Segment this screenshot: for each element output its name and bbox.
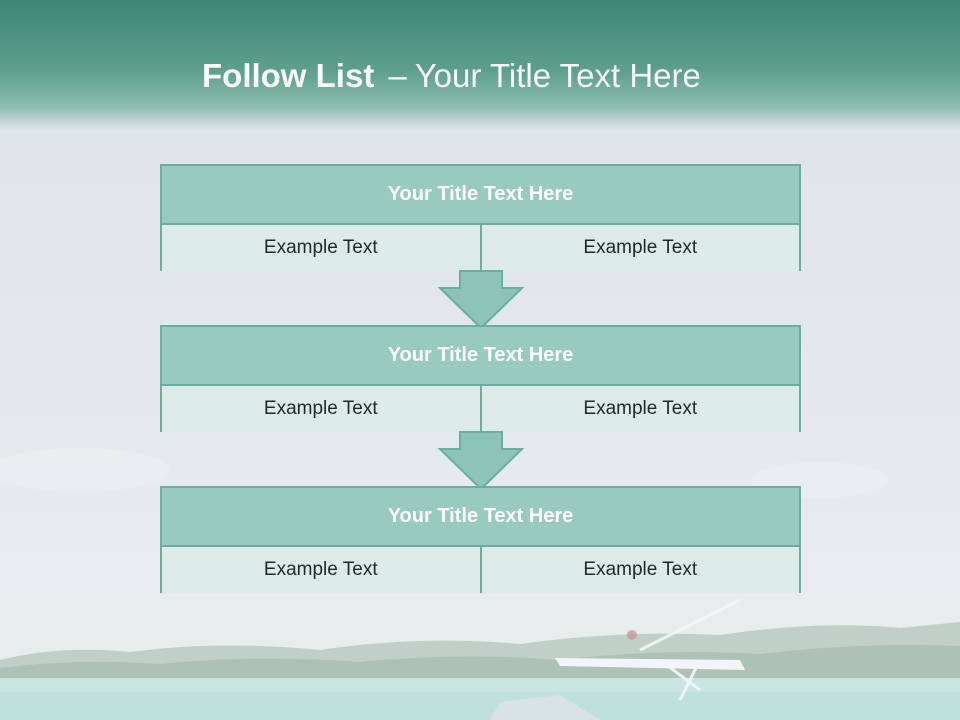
box-title: Your Title Text Here: [162, 488, 799, 547]
slide-title: Follow List–Your Title Text Here: [202, 54, 701, 98]
box-title: Your Title Text Here: [162, 327, 799, 386]
beach-scenery-image: [0, 448, 960, 720]
box-cell-left: Example Text: [162, 547, 480, 593]
header-band: [0, 0, 960, 130]
box-cell-right: Example Text: [479, 386, 799, 432]
title-rest-text: Your Title Text Here: [414, 57, 701, 94]
box-row: Example Text Example Text: [162, 386, 799, 432]
box-cell-left: Example Text: [162, 386, 480, 432]
box-cell-left: Example Text: [162, 225, 480, 271]
title-bold-text: Follow List: [202, 57, 375, 94]
down-arrow-icon: [438, 270, 524, 330]
box-row: Example Text Example Text: [162, 547, 799, 593]
box-cell-right: Example Text: [479, 225, 799, 271]
list-box-1: Your Title Text Here Example Text Exampl…: [160, 164, 801, 271]
box-row: Example Text Example Text: [162, 225, 799, 271]
list-box-2: Your Title Text Here Example Text Exampl…: [160, 325, 801, 432]
down-arrow-icon: [438, 431, 524, 491]
box-cell-right: Example Text: [479, 547, 799, 593]
title-dash: –: [388, 57, 407, 94]
box-title: Your Title Text Here: [162, 166, 799, 225]
list-box-3: Your Title Text Here Example Text Exampl…: [160, 486, 801, 593]
